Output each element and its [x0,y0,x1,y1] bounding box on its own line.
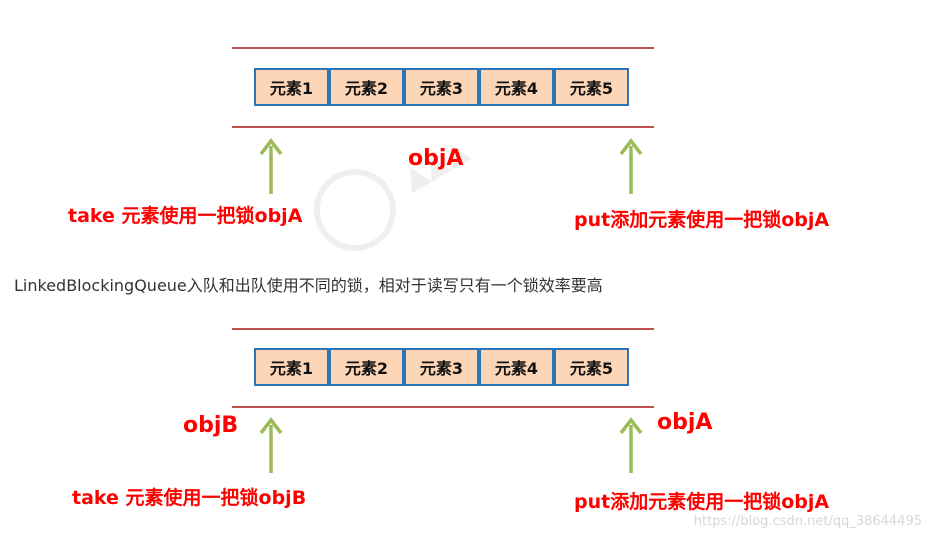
queue-1: 元素1 元素2 元素3 元素4 元素5 [254,68,629,106]
queue-cell: 元素3 [405,69,478,105]
queue-cell: 元素2 [330,349,403,385]
queue-top-rule [232,328,654,330]
take-side-lock-label: objB [183,413,239,438]
put-side-lock-label: objA [657,410,713,435]
take-lock-label: take 元素使用一把锁objB [72,487,307,509]
watermark-logo-icon: ▲▲▲ [314,132,474,251]
queue-bottom-rule [232,126,654,128]
queue-cell: 元素4 [480,69,553,105]
queue-cell: 元素4 [480,349,553,385]
queue-cell: 元素5 [555,69,628,105]
up-arrow-icon [619,417,643,473]
take-lock-label: take 元素使用一把锁objA [68,205,303,227]
queue-cell: 元素5 [555,349,628,385]
center-lock-label: objA [408,146,464,171]
queue-bottom-rule [232,406,654,408]
up-arrow-icon [259,138,283,194]
put-lock-label: put添加元素使用一把锁objA [574,491,830,513]
queue-cell: 元素1 [255,349,328,385]
put-lock-label: put添加元素使用一把锁objA [574,209,830,231]
queue-2: 元素1 元素2 元素3 元素4 元素5 [254,348,629,386]
watermark-url: https://blog.csdn.net/qq_38644495 [693,514,922,529]
up-arrow-icon [619,138,643,194]
up-arrow-icon [259,417,283,473]
caption-text: LinkedBlockingQueue入队和出队使用不同的锁，相对于读写只有一个… [14,276,603,295]
queue-cell: 元素2 [330,69,403,105]
queue-cell: 元素3 [405,349,478,385]
queue-cell: 元素1 [255,69,328,105]
queue-top-rule [232,47,654,49]
